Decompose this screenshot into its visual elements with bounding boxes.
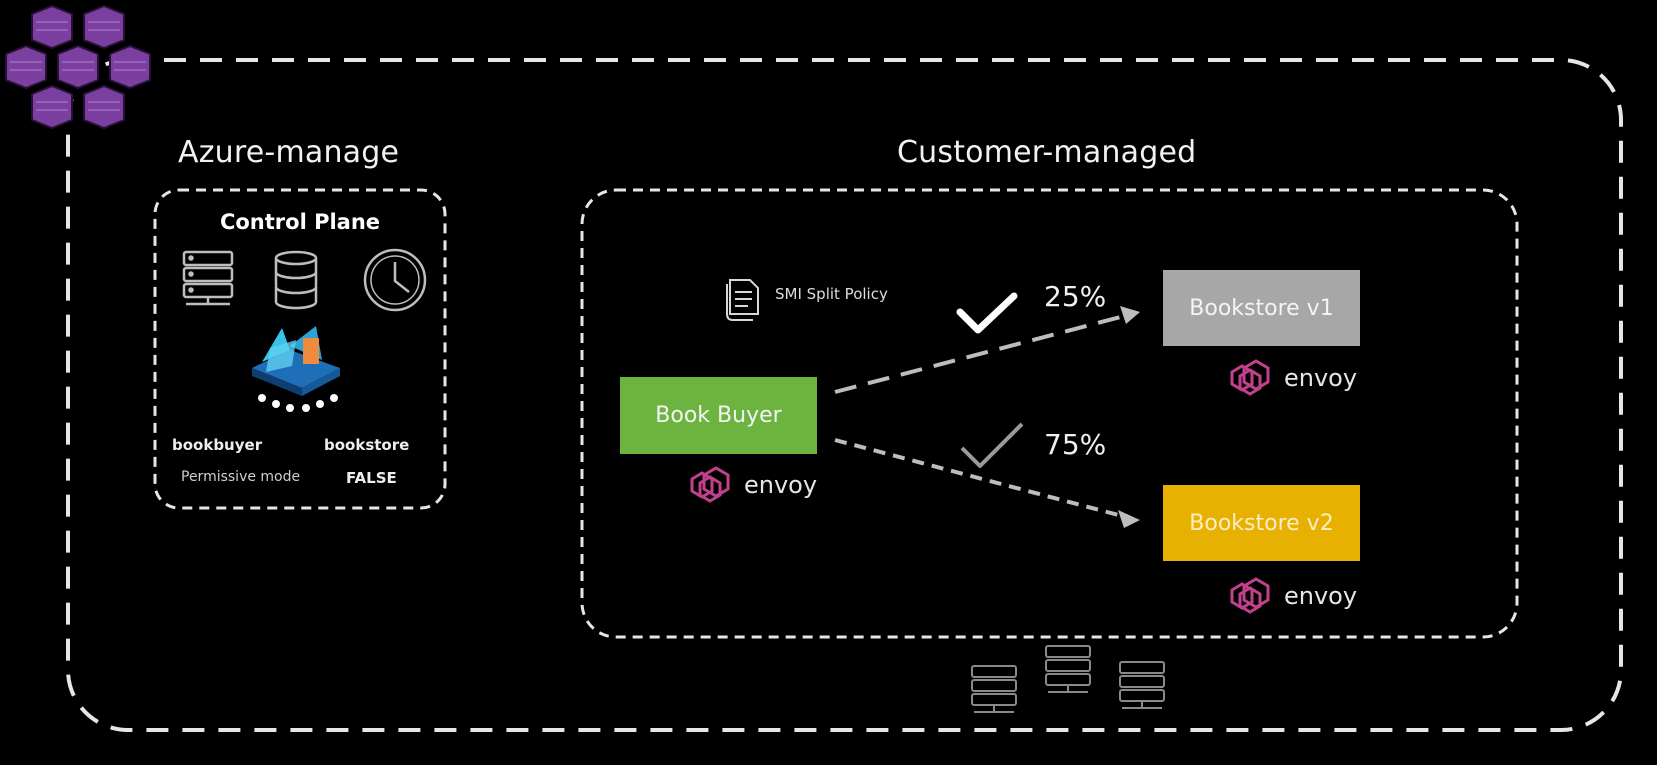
envoy-label: envoy bbox=[744, 471, 818, 499]
checkmark-icon bbox=[960, 422, 1024, 468]
server-icon bbox=[182, 250, 234, 306]
service-label-bookstore: bookstore bbox=[324, 436, 410, 454]
azure-managed-box bbox=[153, 188, 447, 510]
bookstore-v1-label: Bookstore v1 bbox=[1189, 295, 1334, 321]
envoy-logo bbox=[690, 466, 730, 503]
traffic-pct-v1: 25% bbox=[1044, 280, 1107, 313]
control-plane-title: Control Plane bbox=[219, 210, 381, 234]
customer-managed-title: Customer-managed bbox=[897, 135, 1197, 170]
envoy-logo bbox=[1230, 359, 1270, 396]
cluster-boundary bbox=[66, 58, 1623, 732]
envoy-sidecar-v2: envoy bbox=[1226, 576, 1357, 616]
envoy-sidecar-buyer: envoy bbox=[686, 465, 817, 505]
envoy-sidecar-v1: envoy bbox=[1226, 358, 1357, 398]
book-buyer-label: Book Buyer bbox=[655, 403, 782, 428]
envoy-logo bbox=[1230, 577, 1270, 614]
kubernetes-logo bbox=[5, 4, 151, 130]
clock-icon bbox=[363, 248, 427, 312]
book-buyer-box: Book Buyer bbox=[620, 377, 817, 454]
node-server-icons bbox=[971, 645, 1165, 713]
document-icon bbox=[726, 279, 759, 321]
bookstore-v2-box: Bookstore v2 bbox=[1163, 485, 1360, 561]
checkmark-icon bbox=[956, 292, 1018, 334]
traffic-arrow-v2 bbox=[834, 438, 1140, 528]
envoy-label: envoy bbox=[1284, 364, 1358, 392]
database-icon bbox=[274, 250, 318, 310]
smi-split-policy-label: SMI Split Policy bbox=[775, 285, 888, 303]
service-label-bookbuyer: bookbuyer bbox=[172, 436, 263, 454]
envoy-label: envoy bbox=[1284, 582, 1358, 610]
permissive-mode-value: FALSE bbox=[346, 469, 397, 487]
traffic-pct-v2: 75% bbox=[1044, 428, 1107, 461]
bookstore-v1-box: Bookstore v1 bbox=[1163, 270, 1360, 346]
traffic-arrow-v1 bbox=[834, 306, 1140, 394]
control-plane-illustration bbox=[252, 326, 340, 412]
bookstore-v2-label: Bookstore v2 bbox=[1189, 510, 1334, 536]
permissive-mode-label: Permissive mode bbox=[181, 469, 301, 485]
azure-managed-title: Azure-manage bbox=[178, 135, 400, 170]
customer-managed-box bbox=[580, 188, 1519, 639]
